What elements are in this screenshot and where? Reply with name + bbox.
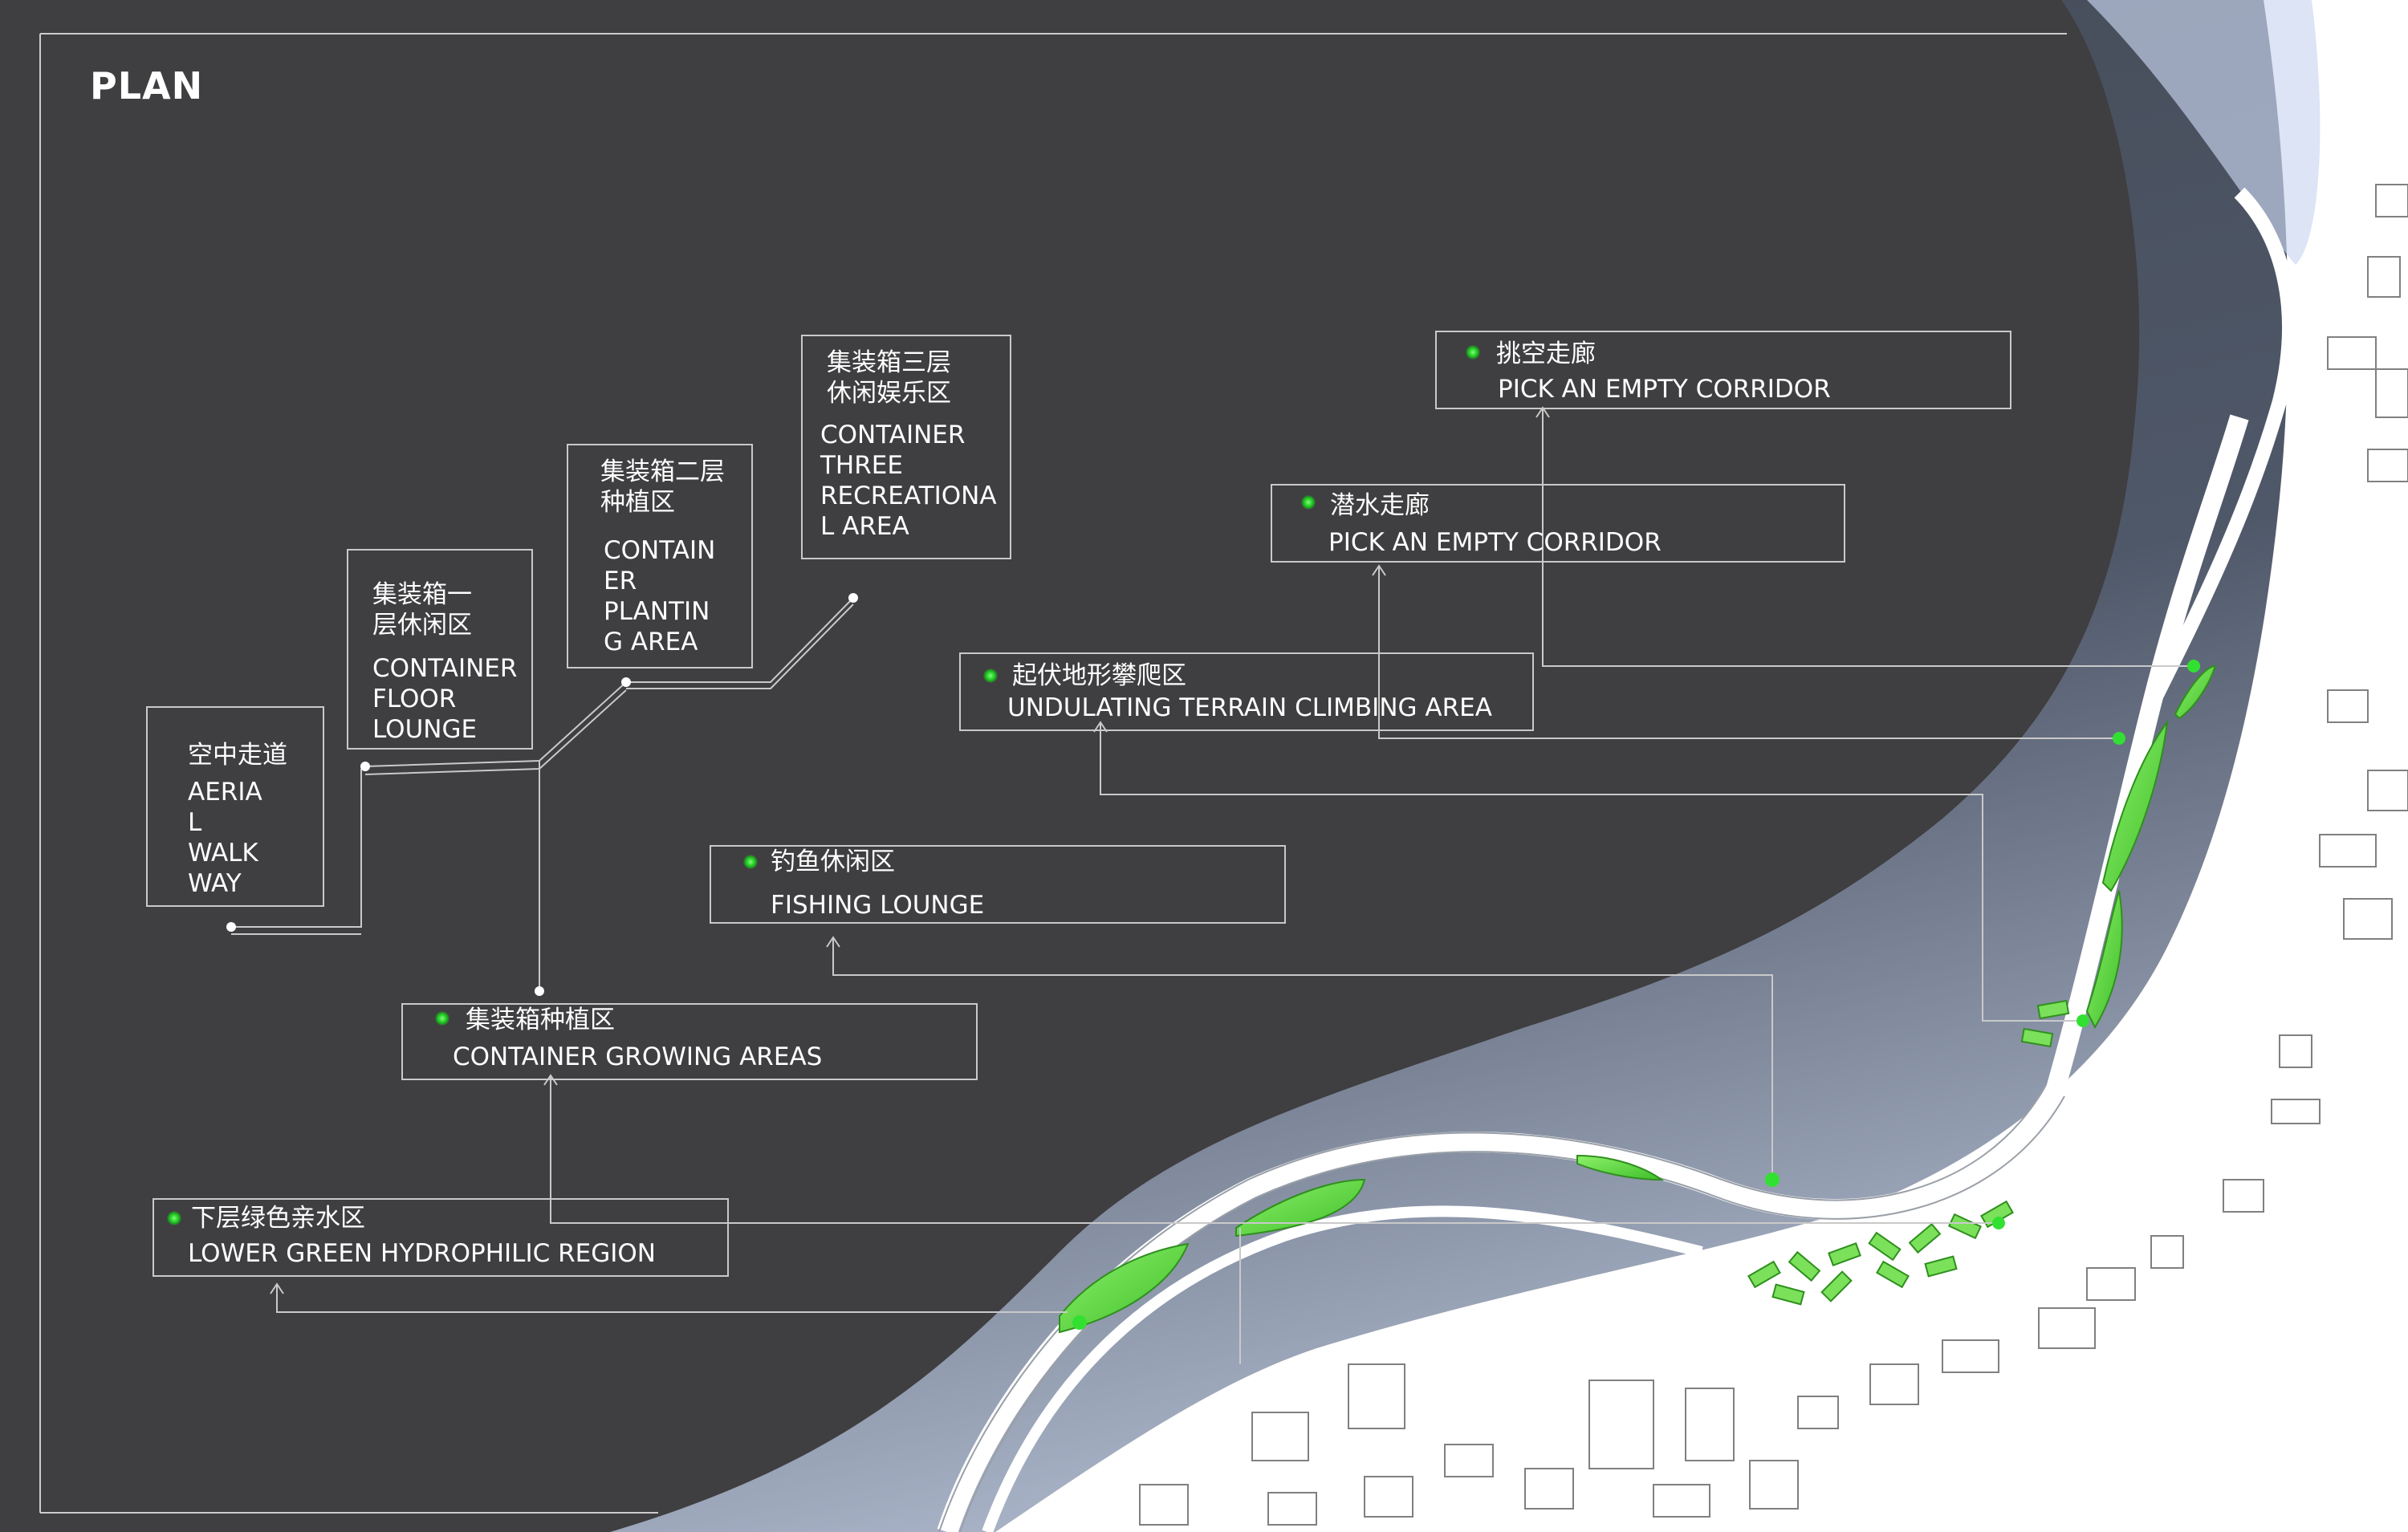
leader-lines bbox=[231, 408, 2194, 1364]
label-zh: 起伏地形攀爬区 bbox=[1012, 661, 1186, 690]
ribbon-outlines bbox=[938, 1086, 2065, 1532]
upper-river-light bbox=[2087, 0, 2321, 265]
label-en: CONTAIN ER PLANTIN G AREA bbox=[604, 536, 716, 656]
green-dot bbox=[435, 1011, 449, 1026]
walkway-ribbons bbox=[937, 187, 2296, 1532]
label-lower-green-hydrophilic: 下层绿色亲水区 LOWER GREEN HYDROPHILIC REGION bbox=[153, 1198, 729, 1277]
label-container-growing-areas: 集装箱种植区 CONTAINER GROWING AREAS bbox=[401, 1003, 978, 1080]
green-dot bbox=[743, 855, 758, 869]
label-en: LOWER GREEN HYDROPHILIC REGION bbox=[188, 1239, 656, 1268]
label-zh: 集装箱种植区 bbox=[466, 1006, 615, 1034]
river bbox=[610, 0, 2288, 1532]
label-undulating-terrain: 起伏地形攀爬区 UNDULATING TERRAIN CLIMBING AREA bbox=[959, 652, 1534, 731]
green-planting bbox=[1059, 664, 2217, 1334]
node-points bbox=[226, 593, 858, 996]
label-aerial-walkway: 空中走道 AERIA L WALK WAY bbox=[146, 706, 324, 907]
label-en: PICK AN EMPTY CORRIDOR bbox=[1498, 375, 1831, 404]
label-fishing-lounge: 钓鱼休闲区 FISHING LOUNGE bbox=[710, 845, 1286, 924]
green-dot bbox=[983, 668, 998, 683]
label-diving-corridor: 潜水走廊 PICK AN EMPTY CORRIDOR bbox=[1271, 484, 1845, 563]
label-zh: 集装箱三层 休闲娱乐区 bbox=[827, 348, 951, 408]
label-zh: 集装箱二层 种植区 bbox=[600, 457, 725, 517]
label-container-planting-area: 集装箱二层 种植区 CONTAIN ER PLANTIN G AREA bbox=[567, 444, 753, 668]
plan-title: PLAN bbox=[90, 64, 204, 108]
label-zh: 潜水走廊 bbox=[1330, 491, 1430, 520]
label-container-recreation-area: 集装箱三层 休闲娱乐区 CONTAINER THREE RECREATIONA … bbox=[801, 335, 1011, 559]
east-bank bbox=[995, 0, 2408, 1532]
label-zh: 挑空走廊 bbox=[1496, 339, 1596, 368]
town-blocks bbox=[1139, 184, 2408, 1526]
green-dot bbox=[167, 1211, 181, 1225]
label-en: CONTAINER GROWING AREAS bbox=[453, 1042, 823, 1071]
label-en: AERIA L WALK WAY bbox=[188, 778, 262, 898]
label-en: FISHING LOUNGE bbox=[771, 891, 985, 920]
label-en: PICK AN EMPTY CORRIDOR bbox=[1328, 528, 1662, 557]
label-en: CONTAINER THREE RECREATIONA L AREA bbox=[820, 421, 997, 541]
arrow-heads bbox=[270, 406, 1550, 1294]
label-zh: 集装箱一 层休闲区 bbox=[372, 580, 472, 640]
label-en: CONTAINER FLOOR LOUNGE bbox=[372, 654, 518, 744]
label-zh: 空中走道 bbox=[188, 741, 287, 770]
label-empty-corridor: 挑空走廊 PICK AN EMPTY CORRIDOR bbox=[1435, 331, 2011, 409]
green-markers bbox=[1072, 660, 2200, 1330]
container-cluster bbox=[1747, 999, 2070, 1306]
frame-line bbox=[39, 33, 2067, 1514]
green-dot bbox=[1301, 495, 1316, 510]
label-container-floor-lounge: 集装箱一 层休闲区 CONTAINER FLOOR LOUNGE bbox=[347, 549, 533, 750]
label-zh: 下层绿色亲水区 bbox=[191, 1204, 365, 1233]
label-en: UNDULATING TERRAIN CLIMBING AREA bbox=[1007, 693, 1492, 722]
green-dot bbox=[1466, 345, 1480, 360]
label-zh: 钓鱼休闲区 bbox=[771, 847, 895, 876]
